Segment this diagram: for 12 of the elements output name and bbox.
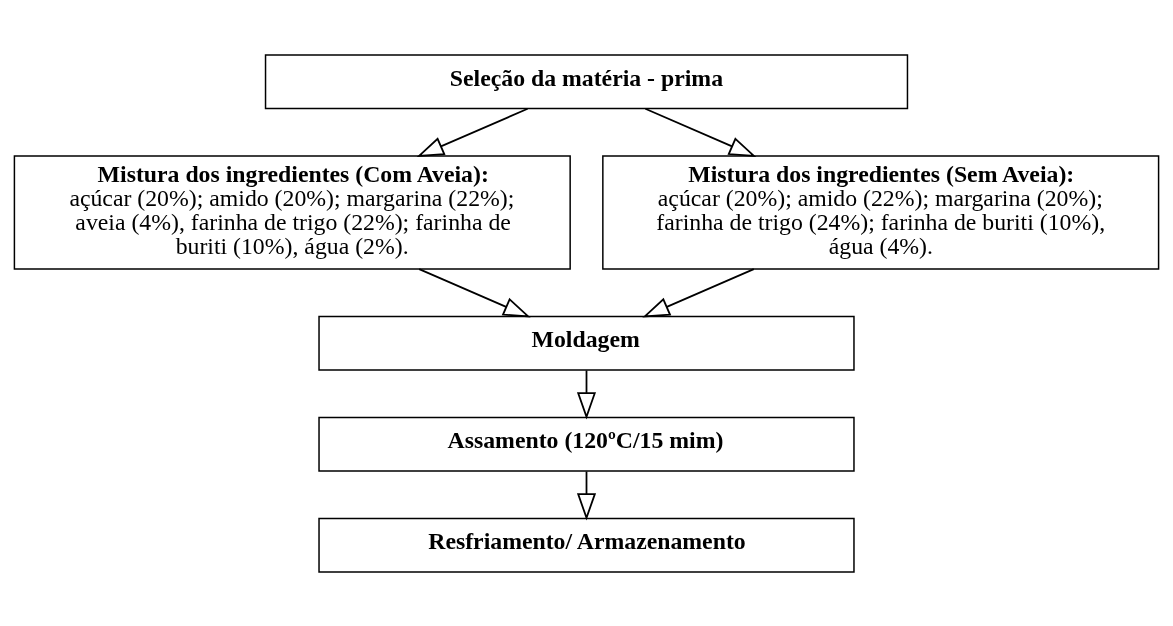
arrow (416, 107, 529, 157)
node-box: Assamento (120ºC/15 mim) (318, 416, 855, 472)
arrow (576, 369, 597, 420)
node-box: Moldagem (318, 315, 855, 371)
node-box: Resfriamento/ Armazenamento (318, 517, 855, 573)
node-box: Mistura dos ingredientes (Com Aveia): açúcar (20%); amido (20%); margarina (22%); aveia (4%), farinha de trigo (22%); farinha de buriti (10%), água (2%). (13, 154, 571, 270)
arrow (576, 470, 597, 521)
arrow (644, 107, 757, 157)
arrow (418, 267, 531, 317)
arrow (642, 267, 755, 317)
node-box: Seleção da matéria - prima (264, 53, 909, 109)
node-box: Mistura dos ingredientes (Sem Aveia): açúcar (20%); amido (22%); margarina (20%); farinha de trigo (24%); farinha de buriti (10%), água (4%). (602, 154, 1160, 270)
